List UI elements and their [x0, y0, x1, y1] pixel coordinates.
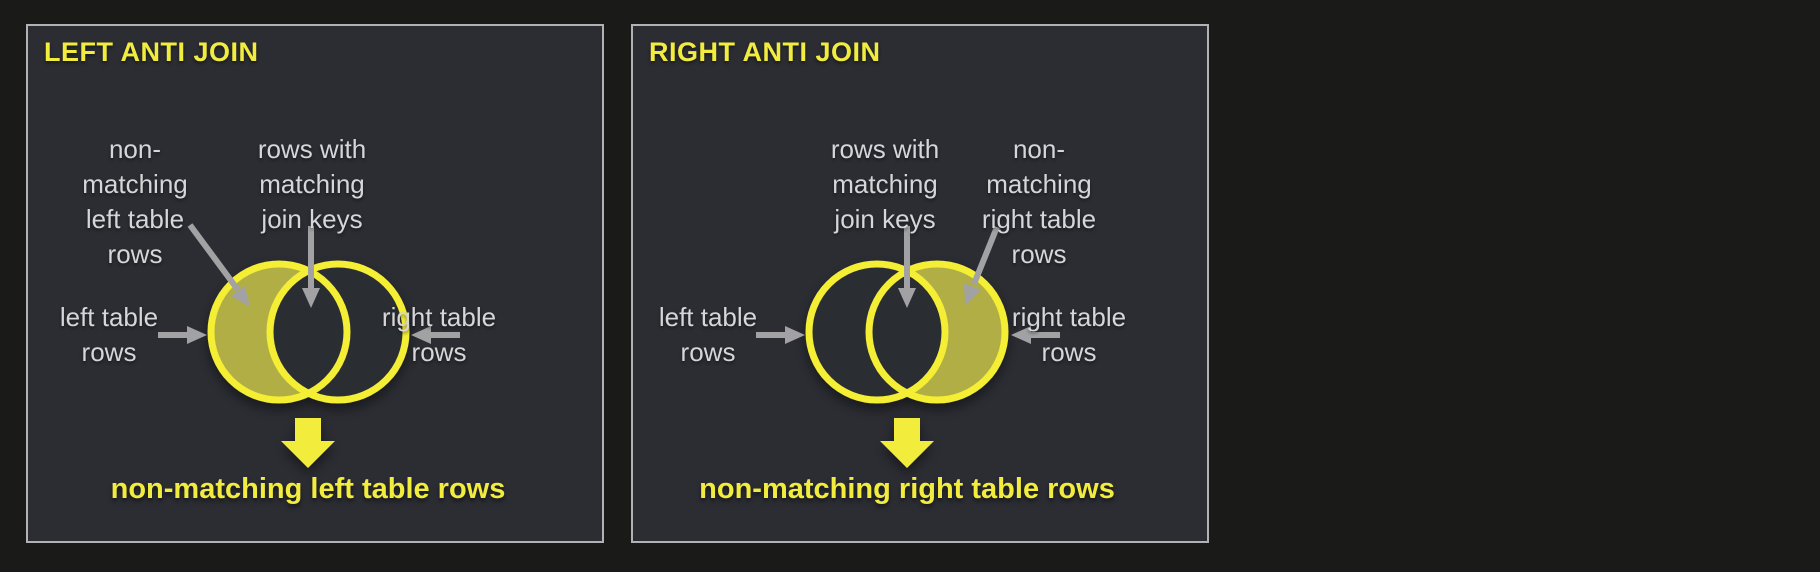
callout-arrows [756, 225, 1060, 344]
result-arrow-down-icon [281, 418, 335, 468]
callout-matching-join-keys: rows with matching join keys [830, 134, 940, 234]
left-table-circle [207, 260, 351, 404]
result-label: non-matching right table rows [699, 473, 1115, 505]
right-table-circle [266, 260, 410, 404]
left-anti-join-panel: LEFT ANTI JOIN non- matching left table … [26, 24, 604, 543]
callout-right-table-rows: right table rows [381, 302, 497, 367]
matching-arrow-head [898, 288, 916, 308]
panel-title: LEFT ANTI JOIN [44, 37, 259, 67]
right-table-arrow-head [411, 326, 431, 344]
callout-non-matching-left-rows: non- matching left table rows [82, 134, 188, 269]
left-table-arrow-head [187, 326, 207, 344]
non-matching-arrow-line [187, 223, 241, 292]
right-anti-join-venn-diagram [756, 225, 1060, 468]
result-label: non-matching left table rows [110, 473, 506, 505]
non-matching-arrow-head [231, 286, 250, 307]
right-table-arrow-head [1011, 326, 1031, 344]
callout-right-table-rows: right table rows [1011, 302, 1127, 367]
callout-left-table-rows: left table rows [658, 302, 758, 367]
right-table-circle [865, 260, 1009, 404]
callout-left-table-rows: left table rows [59, 302, 159, 367]
non-matching-arrow-head [964, 283, 981, 306]
callout-non-matching-right-rows: non- matching right table rows [981, 134, 1097, 269]
right-anti-join-panel: RIGHT ANTI JOIN rows with matching join … [631, 24, 1209, 543]
matching-arrow-head [302, 288, 320, 308]
panel-title: RIGHT ANTI JOIN [649, 37, 881, 67]
overlap-eraser [270, 264, 406, 400]
callout-arrows [158, 223, 460, 344]
left-table-circle [805, 260, 949, 404]
callout-matching-join-keys: rows with matching join keys [257, 134, 367, 234]
non-matching-arrow-line [971, 225, 1000, 286]
result-arrow-down-icon [880, 418, 934, 468]
left-table-arrow-head [785, 326, 805, 344]
left-anti-join-venn-diagram [158, 223, 460, 468]
